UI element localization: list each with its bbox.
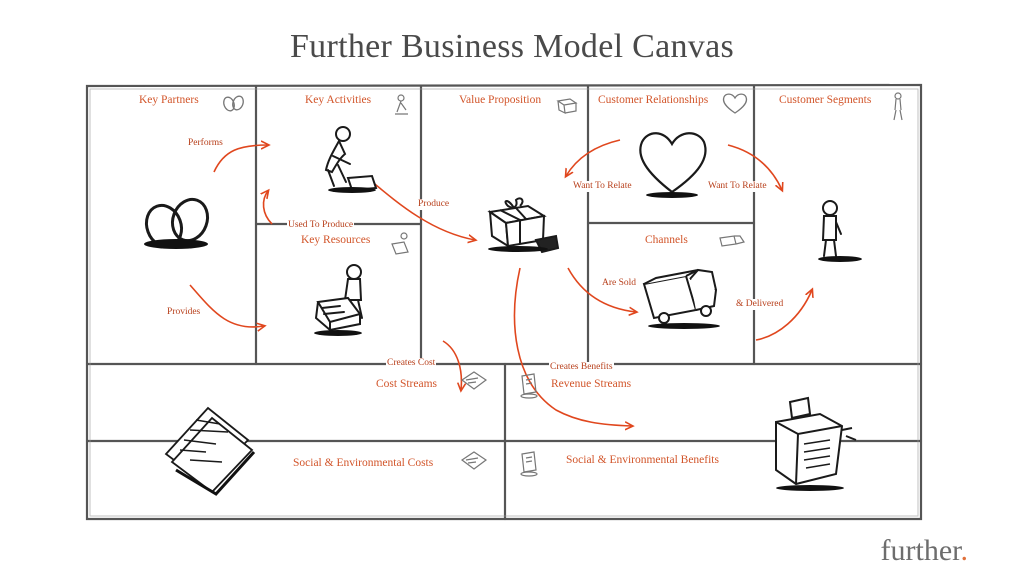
used-to-produce-arrow	[263, 191, 273, 225]
performs-label: Performs	[187, 138, 224, 149]
are-sold-label: Are Sold	[601, 278, 638, 289]
provides-arrow	[189, 284, 264, 327]
mover-small-icon	[391, 232, 409, 255]
channels-label: Channels	[645, 234, 688, 246]
social-env-costs-label: Social & Environmental Costs	[293, 457, 434, 469]
brand-logo: further.	[881, 534, 968, 568]
brand-name: further	[880, 534, 961, 567]
flow-arrows	[189, 139, 812, 426]
heart-small-icon	[722, 93, 748, 114]
used-to-produce-label: Used To Produce	[287, 220, 355, 231]
rings-small-icon	[223, 95, 244, 112]
gift-box-small-icon	[556, 98, 578, 115]
gift-box-icon	[487, 197, 560, 254]
key-partners-label: Key Partners	[139, 94, 199, 106]
delivered-arrow	[755, 290, 812, 341]
truck-small-icon	[719, 235, 745, 247]
customer-small-icon	[893, 92, 903, 121]
truck-icon	[642, 268, 720, 329]
customer-segments-label: Customer Segments	[779, 94, 872, 106]
want-to-relate-right-arrow	[727, 144, 782, 190]
invoice-small-icon	[460, 371, 488, 470]
invoice-icon	[164, 406, 256, 496]
customer-icon	[818, 200, 862, 262]
rings-icon	[144, 197, 210, 249]
worker-small-icon	[395, 94, 408, 115]
value-proposition-label: Value Proposition	[459, 94, 542, 106]
page-title: Further Business Model Canvas	[289, 28, 735, 65]
performs-arrow	[213, 145, 268, 173]
key-resources-label: Key Resources	[301, 234, 371, 246]
worker-icon	[324, 126, 378, 193]
mover-icon	[314, 264, 363, 336]
creates-cost-label: Creates Cost	[386, 358, 437, 369]
produce-label: Produce	[417, 199, 451, 210]
cost-streams-label: Cost Streams	[376, 378, 438, 390]
revenue-streams-label: Revenue Streams	[551, 378, 632, 390]
cash-register-icon	[775, 396, 857, 491]
are-sold-arrow	[567, 267, 636, 312]
key-activities-label: Key Activities	[305, 94, 372, 106]
coins-icon	[520, 373, 538, 477]
heart-icon	[639, 132, 707, 198]
brand-dot: .	[960, 534, 969, 567]
want-to-relate-left-label: Want To Relate	[572, 181, 633, 192]
produce-arrow	[369, 179, 475, 240]
customer-relationships-label: Customer Relationships	[598, 94, 709, 106]
delivered-label: & Delivered	[735, 299, 785, 310]
want-to-relate-right-label: Want To Relate	[707, 181, 768, 192]
provides-label: Provides	[166, 307, 202, 318]
creates-benefits-arrow	[513, 267, 632, 426]
want-to-relate-left-arrow	[566, 139, 621, 176]
creates-benefits-label: Creates Benefits	[549, 362, 614, 373]
creates-cost-arrow	[442, 340, 461, 390]
social-env-benefits-label: Social & Environmental Benefits	[566, 454, 719, 466]
